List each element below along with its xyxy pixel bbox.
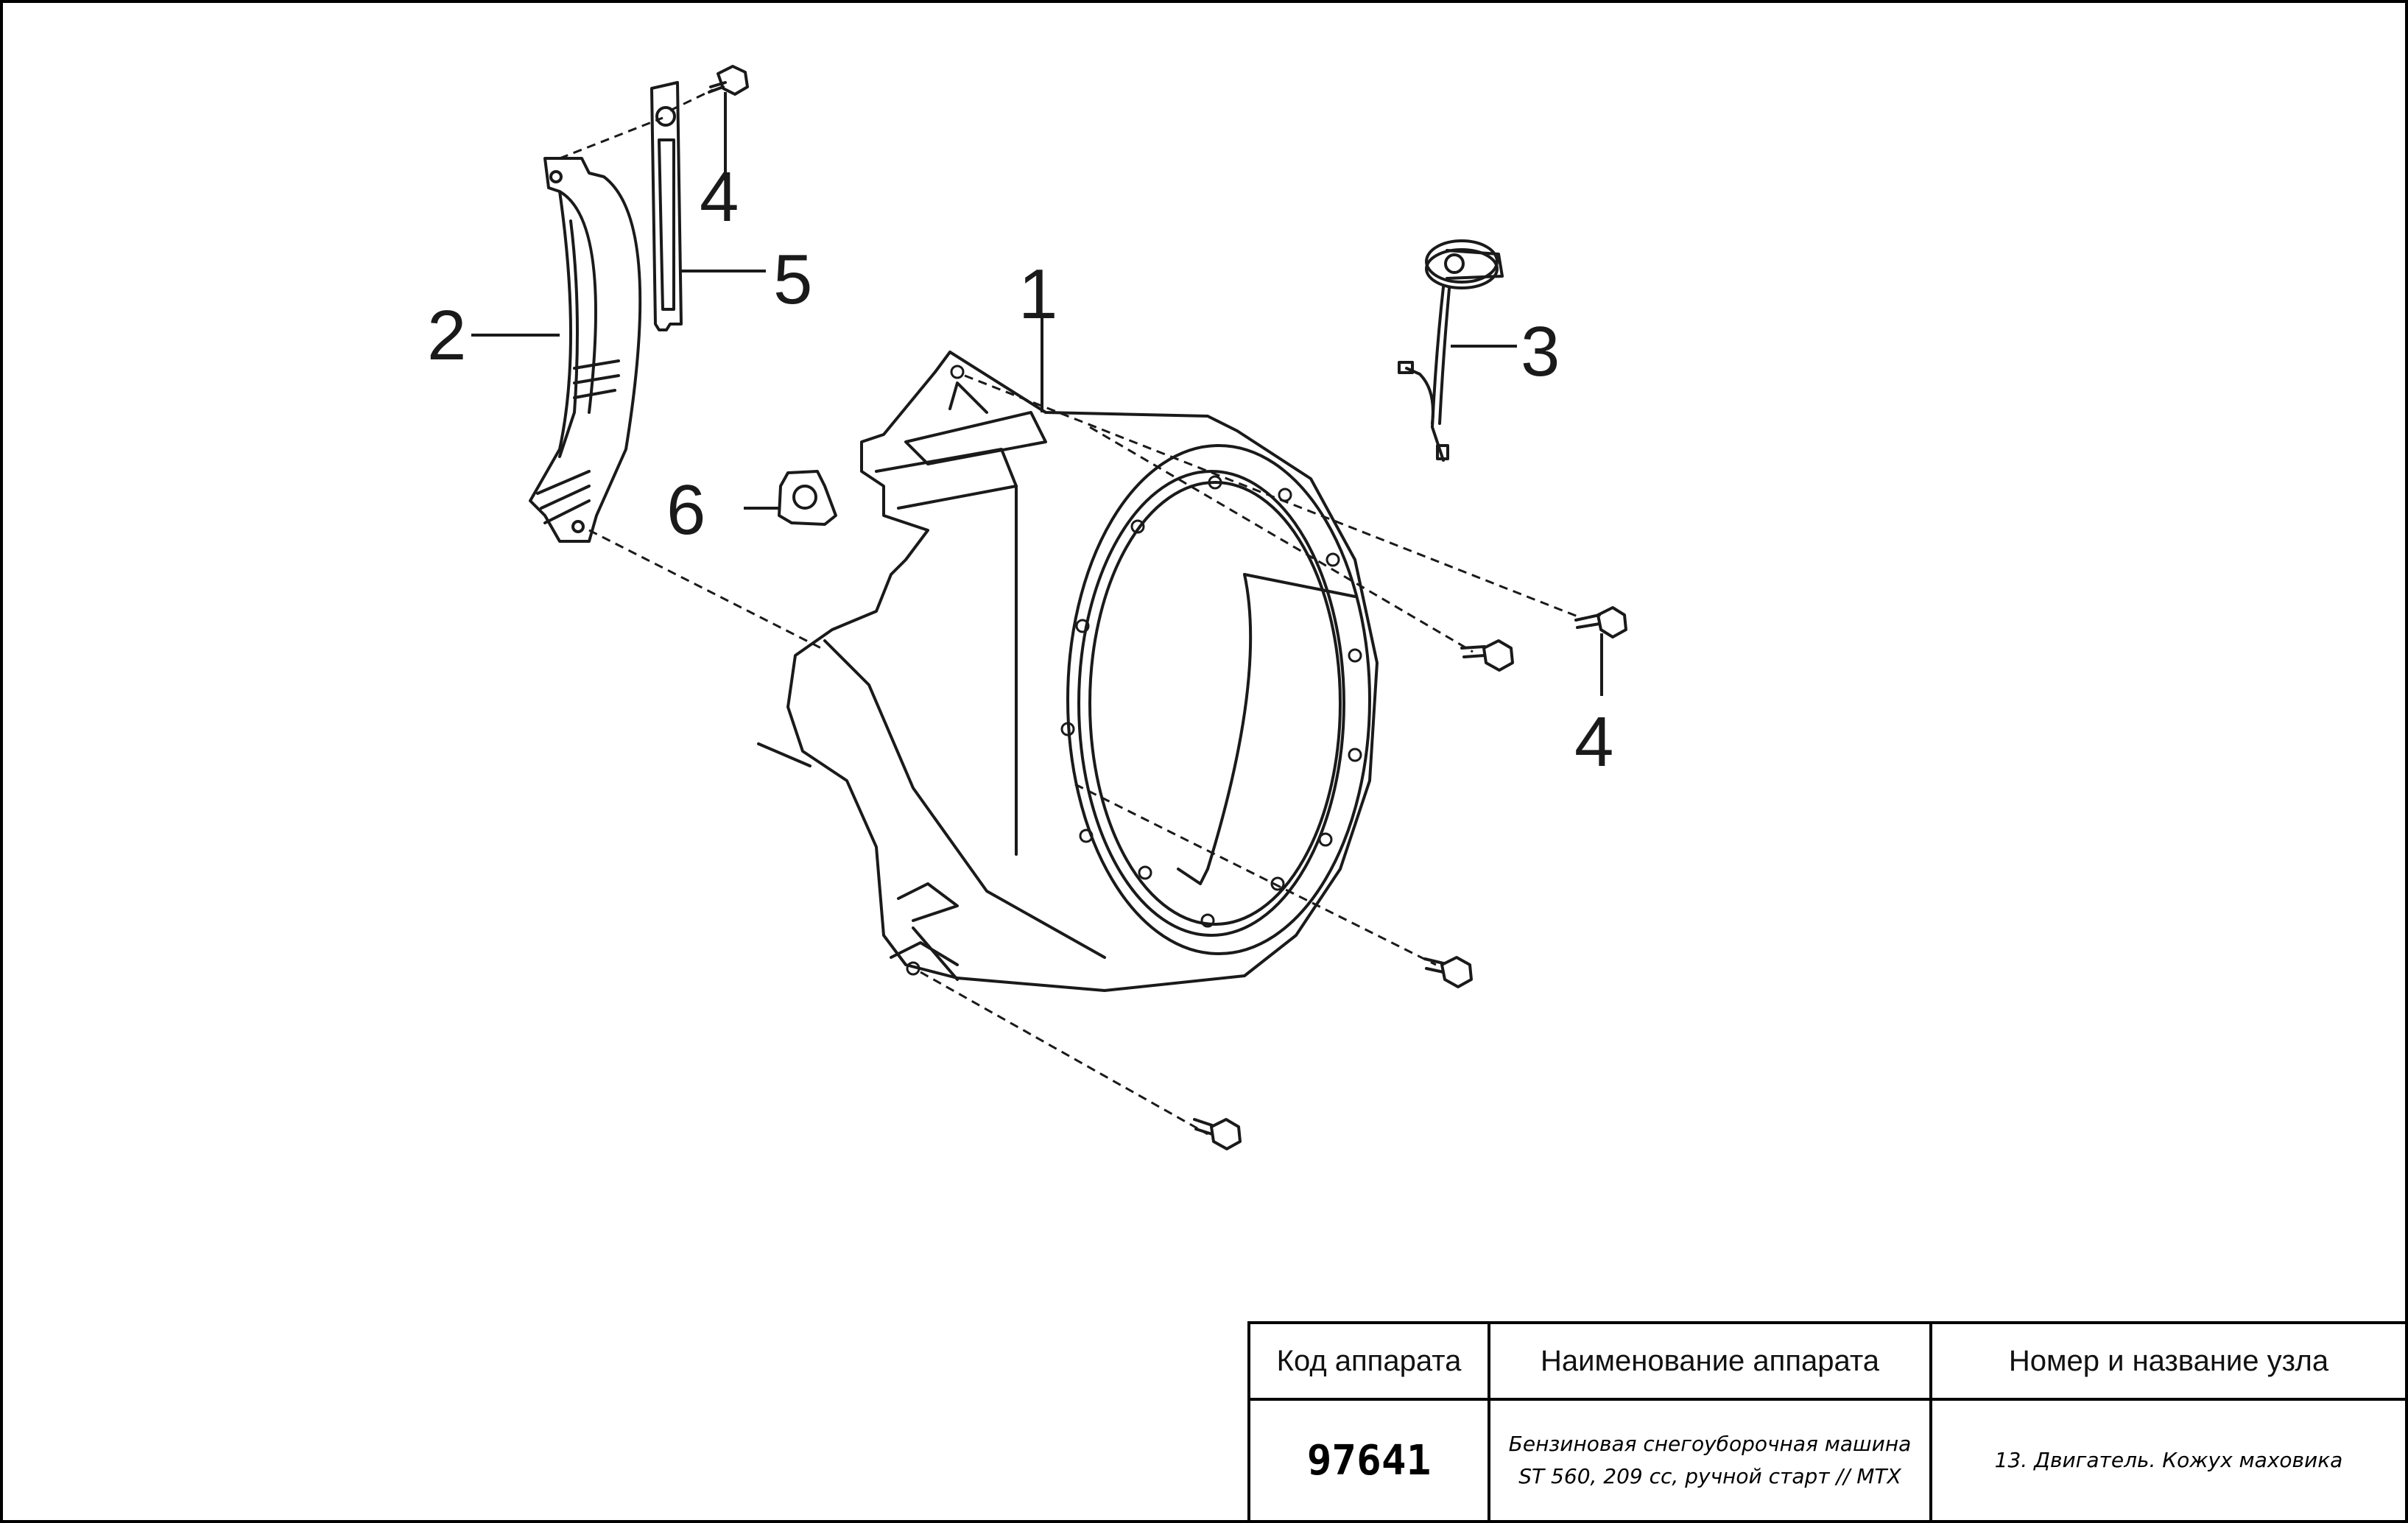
- side-baffle: [529, 157, 642, 543]
- grommet: [778, 470, 837, 526]
- node-value: 13. Двигатель. Кожух маховика: [1929, 1398, 2408, 1523]
- assembly-lines: [559, 88, 1584, 1136]
- leader-lines: [471, 92, 1603, 696]
- bolt-top: [708, 65, 749, 96]
- bolt-bottom: [1193, 1118, 1242, 1150]
- code-value: 97641: [1247, 1398, 1490, 1523]
- callout-4-right: 4: [1574, 703, 1613, 781]
- name-value: Бензиновая снегоуборочная машина ST 560,…: [1488, 1398, 1932, 1523]
- name-value-line1: Бензиновая снегоуборочная машина: [1508, 1432, 1912, 1456]
- flywheel-housing: [757, 351, 1379, 992]
- callout-2: 2: [427, 296, 466, 375]
- ignition-switch: [1398, 239, 1504, 462]
- callout-1: 1: [1018, 255, 1057, 334]
- bolt-lower-right: [1423, 956, 1473, 988]
- name-header: Наименование аппарата: [1488, 1321, 1932, 1401]
- node-header: Номер и название узла: [1929, 1321, 2408, 1401]
- code-header: Код аппарата: [1247, 1321, 1490, 1401]
- callout-3: 3: [1521, 312, 1560, 391]
- title-block: Код аппарата Наименование аппарата Номер…: [1247, 1321, 2408, 1523]
- name-value-line2: ST 560, 209 cc, ручной старт // MTX: [1518, 1464, 1901, 1488]
- callout-4-top: 4: [700, 158, 739, 236]
- callout-5: 5: [773, 240, 812, 319]
- bolt-middle-right: [1460, 639, 1514, 672]
- plate: [650, 81, 683, 331]
- bolt-upper-right: [1574, 606, 1627, 639]
- callout-6: 6: [666, 471, 705, 549]
